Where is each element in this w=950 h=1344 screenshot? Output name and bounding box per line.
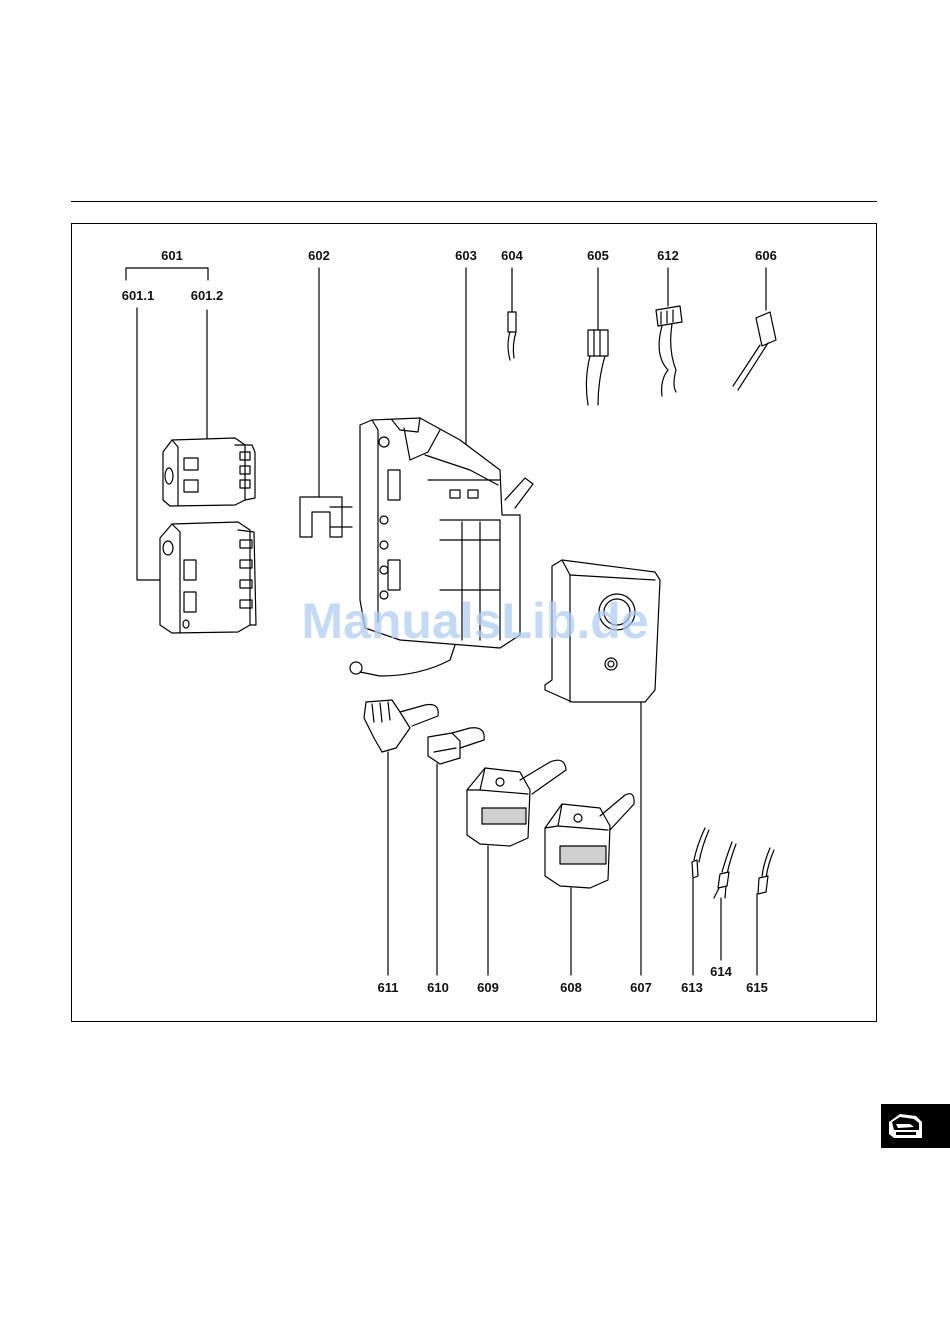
label-608: 608 — [560, 980, 582, 995]
label-603: 603 — [455, 248, 477, 263]
part-611-plug — [364, 700, 438, 975]
section-tab — [881, 1104, 950, 1148]
label-612: 612 — [657, 248, 679, 263]
part-601-1-module — [160, 522, 256, 633]
part-606-cable — [733, 268, 776, 390]
label-606: 606 — [755, 248, 777, 263]
part-612-connector — [656, 268, 682, 396]
label-601: 601 — [161, 248, 183, 263]
label-610: 610 — [427, 980, 449, 995]
label-615: 615 — [746, 980, 768, 995]
label-611: 611 — [378, 980, 399, 995]
part-610-plug — [428, 728, 484, 975]
label-601-2: 601.2 — [191, 288, 224, 303]
label-605: 605 — [587, 248, 609, 263]
label-613: 613 — [681, 980, 703, 995]
label-607: 607 — [630, 980, 652, 995]
part-613-wire-end — [692, 828, 709, 975]
part-601-2-module — [163, 438, 255, 506]
part-602-bridge-plug — [300, 268, 352, 537]
part-608-connector — [545, 794, 634, 975]
part-615-wire-end — [757, 848, 774, 975]
watermark-text: ManualsLib.de — [301, 593, 648, 649]
label-609: 609 — [477, 980, 499, 995]
label-614: 614 — [710, 964, 732, 979]
part-614-wire-end — [714, 842, 736, 960]
label-602: 602 — [308, 248, 330, 263]
label-604: 604 — [501, 248, 523, 263]
part-605-connector — [586, 268, 608, 405]
label-601-1: 601.1 — [122, 288, 155, 303]
part-604-wire — [508, 268, 516, 360]
burner-icon — [886, 1108, 928, 1144]
